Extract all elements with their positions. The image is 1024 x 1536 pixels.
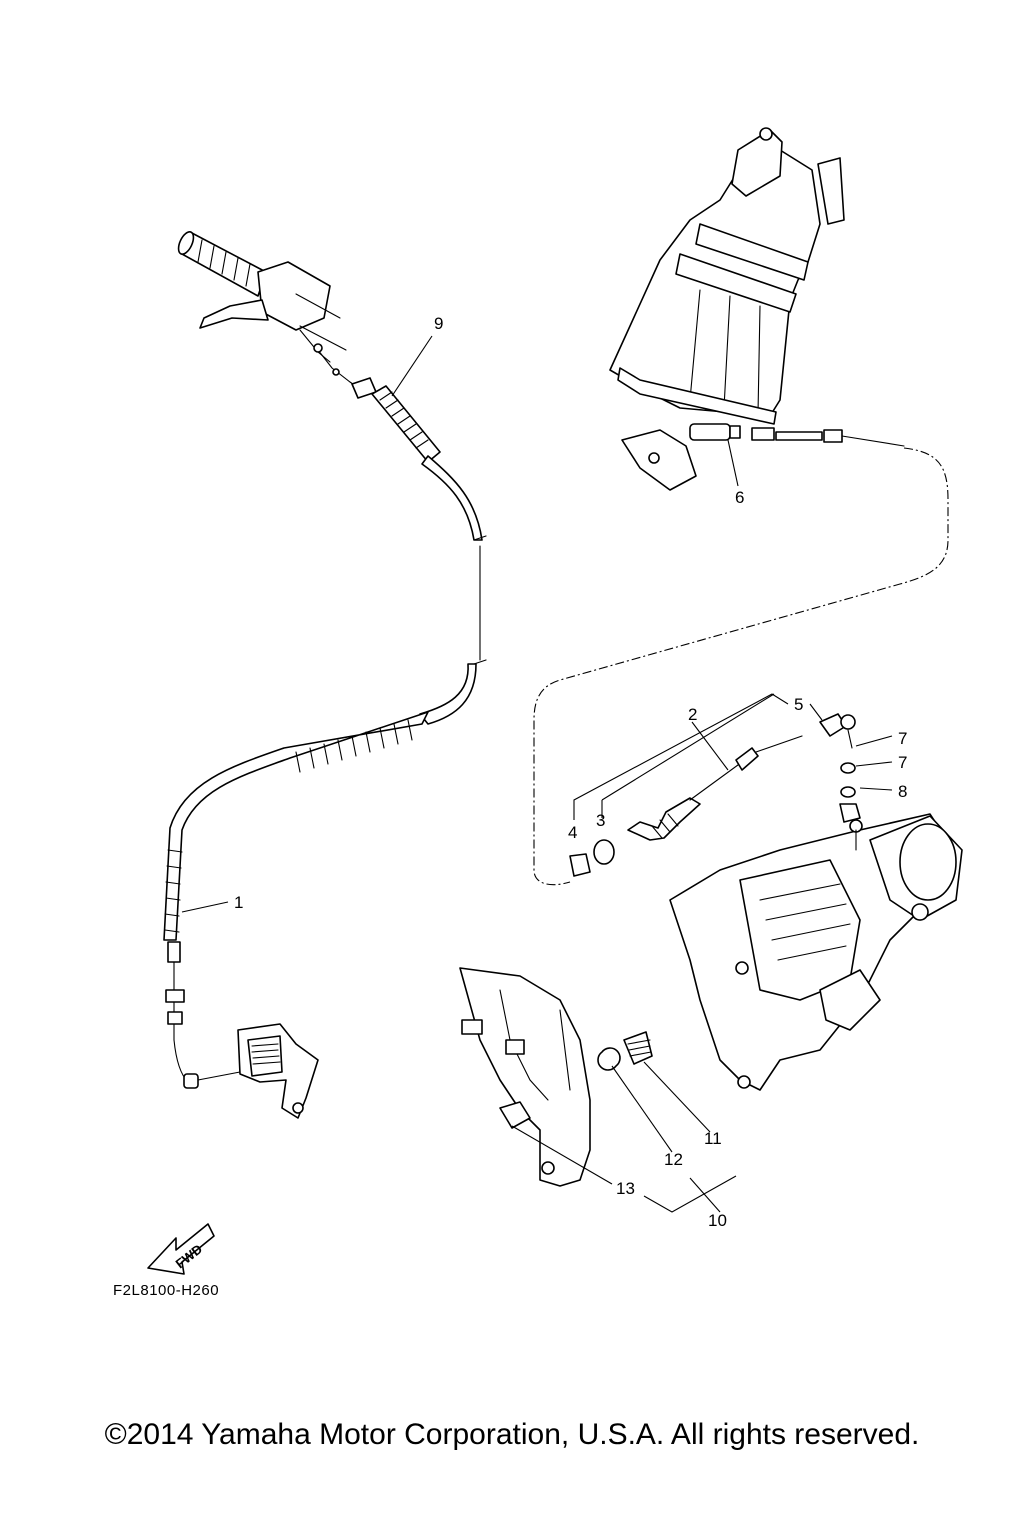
leader-lines (181, 335, 893, 1213)
cable-2 (569, 713, 861, 877)
cable-route (533, 447, 949, 886)
cable-1 (163, 663, 477, 1089)
callout-13: 13 (616, 1179, 635, 1198)
fwd-arrow-icon: FWD (147, 1223, 215, 1275)
callout-5: 5 (794, 695, 803, 714)
callout-12: 12 (664, 1150, 683, 1169)
callout-11: 11 (704, 1129, 722, 1148)
callout-6: 6 (735, 488, 744, 507)
callout-7-lower: 7 (898, 753, 907, 772)
cable-9-upper (313, 343, 487, 665)
handlebar-assembly (177, 231, 347, 363)
steering-housing (609, 127, 845, 491)
callout-1: 1 (234, 893, 243, 912)
callout-3: 3 (596, 811, 605, 830)
callout-4: 4 (568, 823, 577, 842)
cable-joint-6 (689, 423, 905, 447)
callout-9: 9 (434, 314, 443, 333)
reverse-lever-bracket (197, 1023, 319, 1119)
callout-2: 2 (688, 705, 697, 724)
drawing-code: F2L8100-H260 (113, 1282, 220, 1299)
hull-plate (459, 967, 653, 1187)
callout-7-upper: 7 (898, 729, 907, 748)
callout-10: 10 (708, 1211, 727, 1230)
jet-pump-unit (669, 813, 963, 1091)
callout-labels: 9 1 6 2 5 3 4 7 7 8 11 12 13 10 (234, 314, 907, 1230)
callout-8: 8 (898, 782, 907, 801)
copyright-notice: ©2014 Yamaha Motor Corporation, U.S.A. A… (104, 1418, 920, 1451)
